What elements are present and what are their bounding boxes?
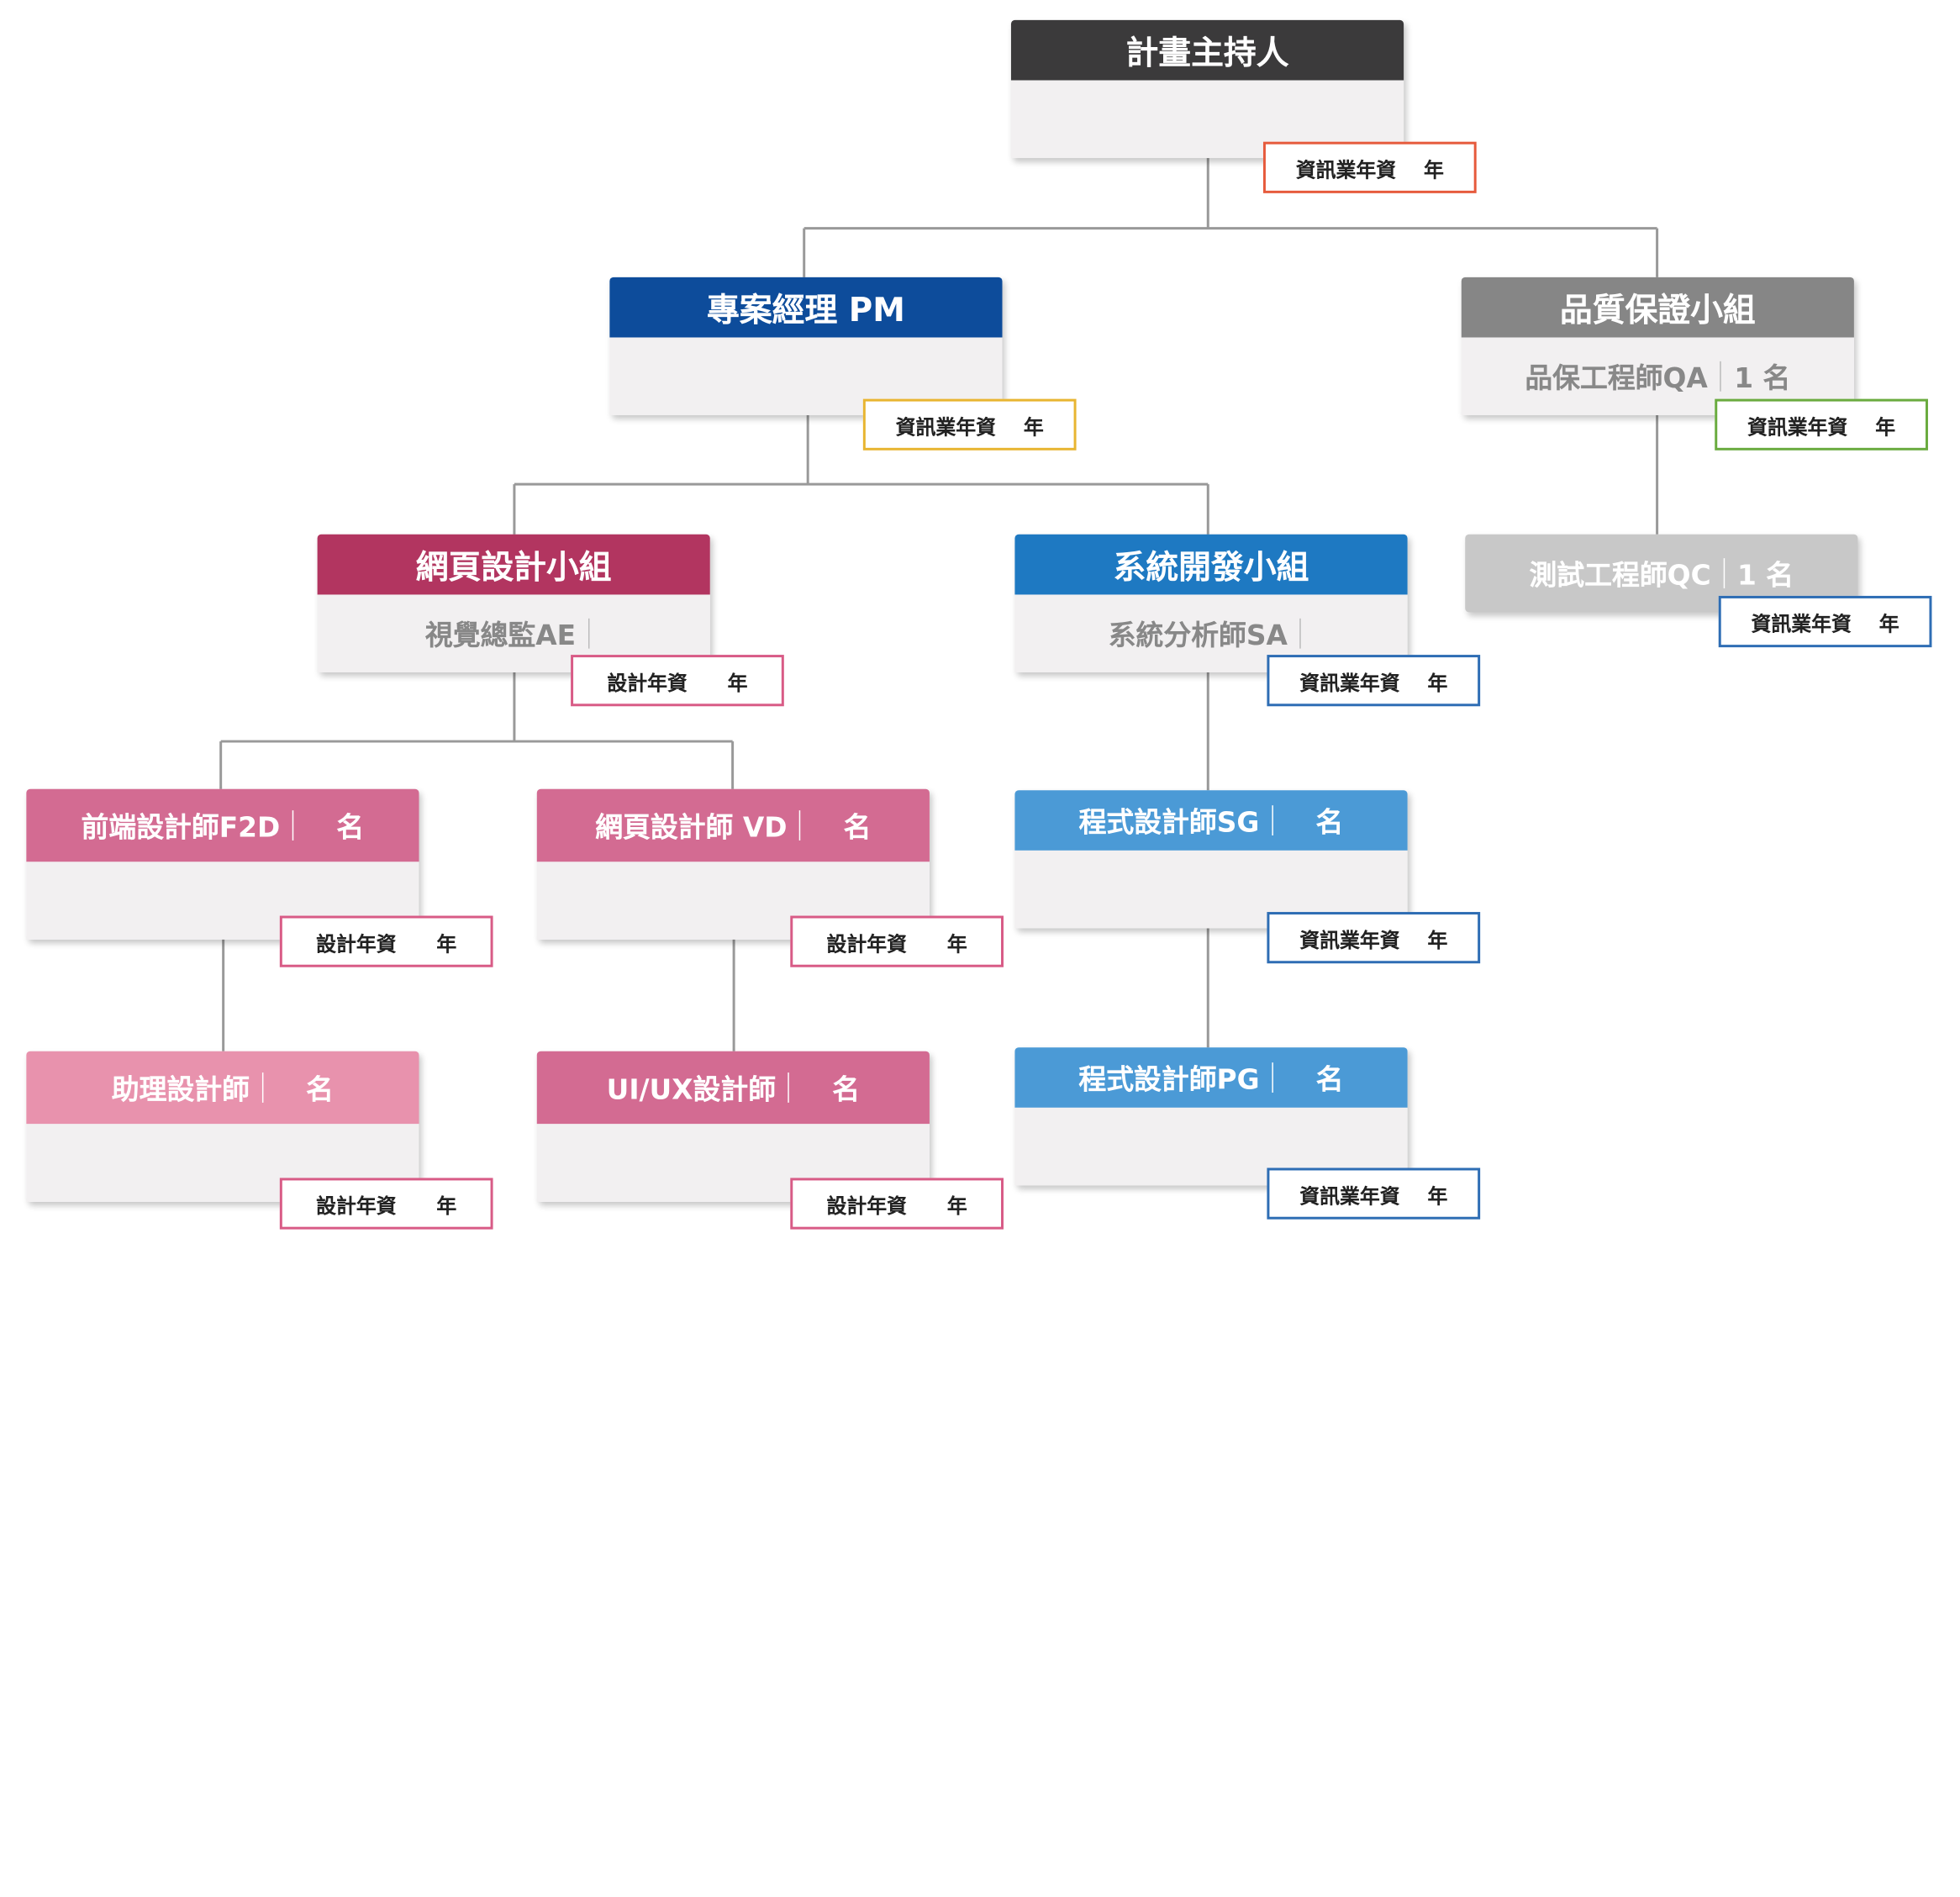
qa-team-card: 品質保證小組 品保工程師QA 1 名	[1461, 277, 1854, 416]
design-badge: 設計年資 年	[571, 655, 784, 707]
connector-lines	[219, 158, 1659, 1051]
badge-label: 資訊業年資	[1747, 414, 1848, 439]
pg-count: 名	[1315, 1065, 1344, 1097]
design-badge: 設計年資 年	[279, 1178, 493, 1230]
design-badge: 設計年資 年	[790, 1178, 1004, 1230]
sg-card: 程式設計師SG 名	[1014, 790, 1408, 929]
vd-count: 名	[843, 813, 872, 845]
assistant-header: 助理設計師 名	[26, 1051, 419, 1125]
badge-label: 資訊業年資	[1299, 927, 1400, 952]
sg-header: 程式設計師SG 名	[1014, 790, 1408, 851]
sys-team-card: 系統開發小組 系統分析師SA	[1014, 534, 1408, 672]
qc-card: 測試工程師QC 1 名	[1465, 534, 1858, 613]
pm-title: 專案經理 PM	[609, 277, 1003, 338]
badge-unit: 年	[436, 1194, 457, 1218]
badge-unit: 年	[1427, 670, 1448, 695]
web-team-card: 網頁設計小組 視覺總監AE	[317, 534, 710, 672]
f2d-card: 前端設計師F2D 名	[26, 788, 419, 940]
pm-card: 專案經理 PM	[609, 277, 1003, 416]
sg-title: 程式設計師SG	[1078, 808, 1260, 840]
director-title: 計畫主持人	[1010, 19, 1404, 81]
experience-badge: 資訊業年資 年	[1715, 398, 1928, 451]
badge-label: 資訊業年資	[1751, 611, 1852, 635]
f2d-title: 前端設計師F2D	[81, 813, 281, 845]
qc-count: 1 名	[1737, 561, 1794, 593]
f2d-count: 名	[336, 813, 365, 845]
uiux-header: UI/UX設計師 名	[536, 1051, 930, 1125]
design-badge: 設計年資 年	[790, 915, 1004, 967]
sg-count: 名	[1315, 808, 1344, 840]
badge-label: 設計年資	[316, 1194, 397, 1218]
qa-role: 品保工程師QA	[1525, 363, 1708, 396]
badge-label: 資訊業年資	[1299, 670, 1400, 695]
web-team-role: 視覺總監AE	[424, 620, 577, 653]
director-card: 計畫主持人	[1010, 19, 1404, 159]
qa-count: 1 名	[1734, 363, 1791, 396]
experience-badge: 資訊業年資 年	[1267, 655, 1481, 707]
badge-label: 設計年資	[826, 1194, 908, 1218]
qa-team-body: 品保工程師QA 1 名	[1461, 337, 1854, 416]
badge-unit: 年	[436, 931, 457, 956]
vd-card: 網頁設計師 VD 名	[536, 788, 930, 940]
badge-unit: 年	[1875, 414, 1896, 439]
badge-label: 資訊業年資	[895, 414, 997, 439]
badge-unit: 年	[1427, 1183, 1448, 1208]
badge-unit: 年	[946, 931, 967, 956]
experience-badge: 資訊業年資 年	[862, 398, 1077, 451]
experience-badge: 資訊業年資 年	[1267, 1167, 1481, 1220]
experience-badge: 資訊業年資 年	[1267, 912, 1481, 964]
experience-badge: 資訊業年資 年	[1262, 141, 1477, 193]
pg-card: 程式設計師PG 名	[1014, 1047, 1408, 1186]
assistant-title: 助理設計師	[111, 1075, 250, 1107]
experience-badge: 資訊業年資 年	[1718, 595, 1932, 648]
sys-team-title: 系統開發小組	[1014, 534, 1408, 595]
badge-unit: 年	[1423, 157, 1444, 182]
badge-unit: 年	[727, 670, 748, 695]
pg-header: 程式設計師PG 名	[1014, 1047, 1408, 1108]
sys-team-role: 系統分析師SA	[1108, 620, 1288, 653]
badge-label: 資訊業年資	[1295, 157, 1397, 182]
badge-label: 設計年資	[826, 931, 908, 956]
badge-unit: 年	[1023, 414, 1044, 439]
badge-label: 設計年資	[607, 670, 688, 695]
assistant-count: 名	[306, 1075, 335, 1107]
uiux-title: UI/UX設計師	[606, 1075, 777, 1107]
qa-team-title: 品質保證小組	[1461, 277, 1854, 338]
vd-title: 網頁設計師 VD	[595, 813, 788, 845]
assistant-card: 助理設計師 名	[26, 1051, 419, 1202]
vd-header: 網頁設計師 VD 名	[536, 788, 930, 862]
badge-unit: 年	[1427, 927, 1448, 952]
badge-label: 設計年資	[316, 931, 397, 956]
badge-unit: 年	[1878, 611, 1899, 635]
pg-title: 程式設計師PG	[1078, 1065, 1260, 1097]
uiux-count: 名	[832, 1075, 861, 1107]
qc-role: 測試工程師QC	[1529, 561, 1711, 593]
f2d-header: 前端設計師F2D 名	[26, 788, 419, 862]
design-badge: 設計年資 年	[279, 915, 493, 967]
badge-unit: 年	[946, 1194, 967, 1218]
web-team-title: 網頁設計小組	[317, 534, 710, 595]
badge-label: 資訊業年資	[1299, 1183, 1400, 1208]
